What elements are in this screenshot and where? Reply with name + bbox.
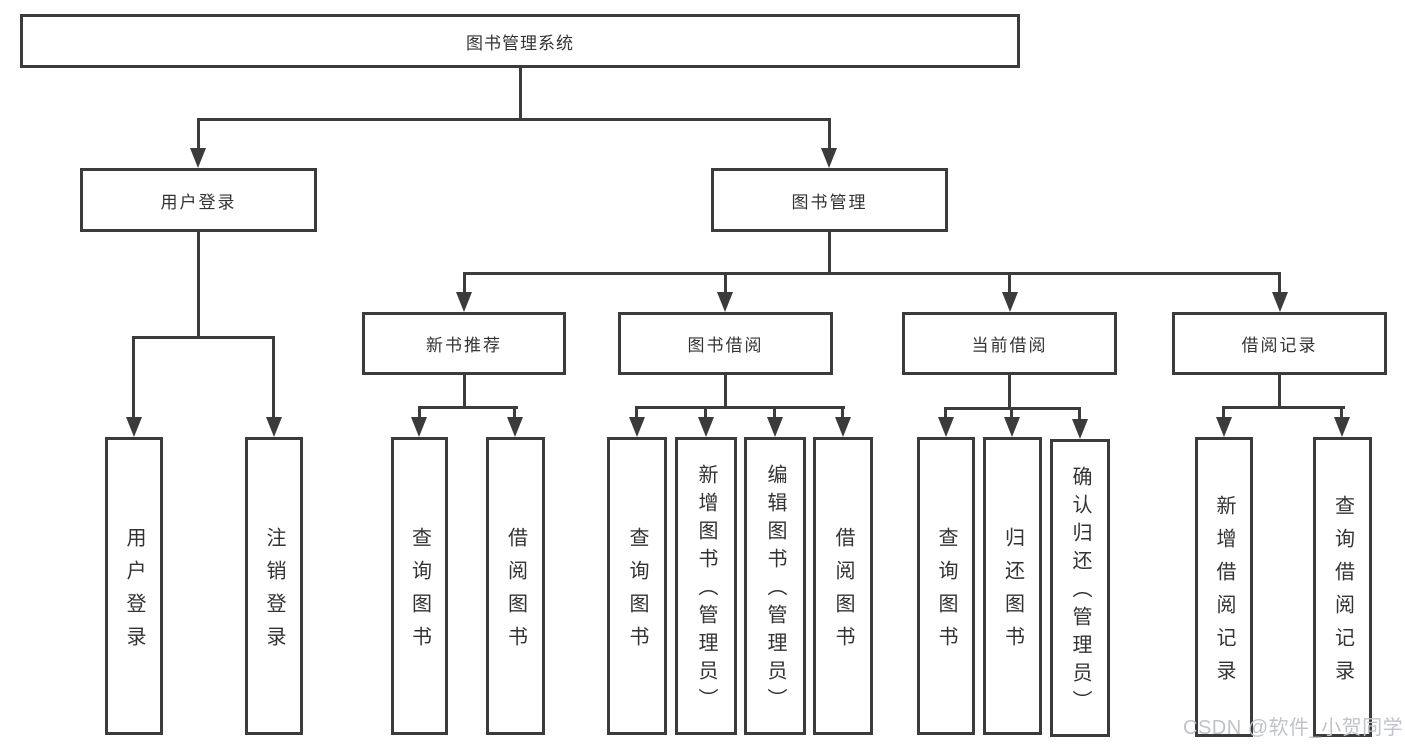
connector-line [519, 68, 522, 118]
connector-line [418, 406, 518, 409]
connector-line [272, 336, 275, 417]
node-book-management: 图书管理 [711, 168, 948, 232]
arrow-down-icon [456, 292, 472, 312]
arrow-down-icon [1004, 417, 1020, 437]
arrow-down-icon [411, 417, 427, 437]
node-root: 图书管理系统 [20, 14, 1020, 68]
connector-line [724, 272, 727, 292]
arrow-down-icon [1272, 292, 1288, 312]
node-label: 新增图书（管理员） [695, 464, 717, 716]
connector-line [828, 232, 831, 272]
connector-line [463, 272, 1281, 275]
arrow-down-icon [629, 417, 645, 437]
leaf-query-borrow-record: 查询借阅记录 [1313, 437, 1372, 737]
connector-line [1340, 406, 1343, 418]
node-label: 用户登录 [123, 526, 145, 659]
leaf-borrow-books-recommend: 借阅图书 [486, 437, 545, 735]
leaf-user-login: 用户登录 [105, 437, 163, 735]
leaf-borrow-books-borrowing: 借阅图书 [813, 437, 873, 735]
connector-line [1278, 375, 1281, 406]
leaf-logout: 注销登录 [245, 437, 303, 735]
node-label: 用户登录 [160, 192, 237, 212]
connector-line [1008, 375, 1011, 407]
node-label: 图书管理系统 [466, 33, 574, 53]
node-user-login: 用户登录 [80, 168, 317, 232]
node-label: 图书管理 [791, 192, 868, 212]
connector-line [197, 118, 200, 150]
arrow-down-icon [821, 148, 837, 168]
node-label: 编辑图书（管理员） [764, 464, 786, 716]
arrow-down-icon [698, 417, 714, 437]
connector-line [463, 375, 466, 406]
node-label: 确认归还（管理员） [1069, 466, 1091, 718]
connector-line [724, 375, 727, 406]
connector-line [704, 406, 707, 418]
node-new-book-recommendation: 新书推荐 [362, 312, 566, 375]
arrow-down-icon [190, 148, 206, 168]
node-label: 查询图书 [408, 526, 431, 659]
node-label: 借阅图书 [504, 526, 527, 659]
node-label: 查询图书 [935, 526, 957, 659]
node-label: 查询借阅记录 [1331, 494, 1354, 693]
leaf-confirm-return-admin: 确认归还（管理员） [1050, 439, 1110, 737]
connector-line [1078, 407, 1081, 420]
arrow-down-icon [938, 417, 954, 437]
connector-line [1222, 406, 1225, 418]
leaf-return-books: 归还图书 [983, 437, 1042, 735]
arrow-down-icon [1334, 417, 1350, 437]
node-label: 借阅图书 [832, 526, 854, 659]
connector-line [635, 406, 638, 418]
leaf-query-books-borrowing: 查询图书 [607, 437, 667, 735]
leaf-query-books-recommend: 查询图书 [391, 437, 448, 735]
connector-line [132, 336, 135, 417]
connector-line [197, 118, 831, 121]
connector-line [1008, 272, 1011, 292]
connector-line [463, 272, 466, 292]
connector-line [197, 232, 200, 336]
arrow-down-icon [126, 417, 142, 437]
arrow-down-icon [717, 292, 733, 312]
node-label: 归还图书 [1001, 526, 1024, 659]
connector-line [828, 118, 831, 150]
node-label: 注销登录 [263, 526, 285, 659]
connector-line [1010, 407, 1013, 418]
connector-line [944, 407, 947, 418]
leaf-edit-books-admin: 编辑图书（管理员） [744, 437, 806, 735]
node-label: 借阅记录 [1241, 336, 1318, 355]
node-current-borrowing: 当前借阅 [902, 312, 1117, 375]
connector-line [513, 406, 516, 418]
connector-line [418, 406, 421, 418]
leaf-query-books-current: 查询图书 [917, 437, 975, 735]
node-label: 查询图书 [626, 526, 648, 659]
node-label: 新书推荐 [426, 336, 502, 355]
arrow-down-icon [835, 417, 851, 437]
connector-line [773, 406, 776, 418]
arrow-down-icon [507, 417, 523, 437]
connector-line [1223, 406, 1345, 409]
connector-line [636, 406, 845, 409]
node-label: 图书借阅 [687, 336, 764, 355]
arrow-down-icon [1072, 419, 1088, 439]
connector-line [132, 336, 275, 339]
arrow-down-icon [266, 417, 282, 437]
watermark: CSDN @软件_小贺同学 [1183, 717, 1404, 739]
node-label: 新增借阅记录 [1213, 494, 1235, 693]
leaf-add-borrow-record: 新增借阅记录 [1195, 437, 1253, 737]
node-book-borrowing: 图书借阅 [618, 312, 833, 375]
arrow-down-icon [1216, 417, 1232, 437]
node-label: 当前借阅 [971, 336, 1048, 355]
arrow-down-icon [767, 417, 783, 437]
leaf-add-books-admin: 新增图书（管理员） [675, 437, 737, 735]
connector-line [841, 406, 844, 418]
node-borrowing-records: 借阅记录 [1172, 312, 1387, 375]
arrow-down-icon [1002, 292, 1018, 312]
connector-line [1278, 272, 1281, 292]
